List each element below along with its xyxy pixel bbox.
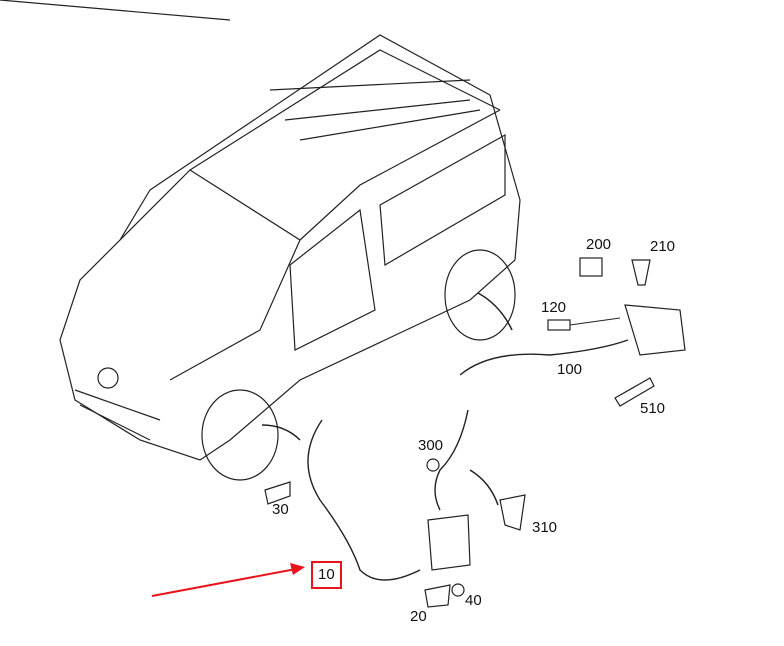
van-drawing [0, 0, 521, 481]
label-200: 200 [586, 236, 612, 253]
label-100: 100 [557, 361, 583, 378]
part-caliper-front [427, 514, 471, 571]
red-pointer-arrow [151, 563, 305, 597]
highlight-box [311, 561, 342, 589]
part-300-ring [426, 458, 440, 472]
label-40: 40 [465, 592, 482, 609]
sensor-cables [307, 339, 629, 581]
part-310-bracket [499, 494, 526, 531]
part-40-bolt [451, 583, 465, 597]
part-510 [614, 377, 655, 407]
label-20: 20 [410, 608, 427, 625]
part-caliper-rear [624, 304, 686, 356]
label-310: 310 [532, 519, 558, 536]
label-300: 300 [418, 437, 444, 454]
arrows [261, 292, 513, 506]
part-120-bolt [547, 319, 571, 331]
parts [264, 257, 686, 608]
label-210: 210 [650, 238, 676, 255]
part-200-clip [579, 257, 603, 277]
part-20 [424, 584, 451, 608]
part-30-bracket [264, 481, 291, 505]
label-510: 510 [640, 400, 666, 417]
label-30: 30 [272, 501, 289, 518]
part-210-clip [631, 259, 651, 286]
label-10: 10 [318, 566, 335, 583]
leader-lines [569, 317, 621, 326]
label-120: 120 [541, 299, 567, 316]
